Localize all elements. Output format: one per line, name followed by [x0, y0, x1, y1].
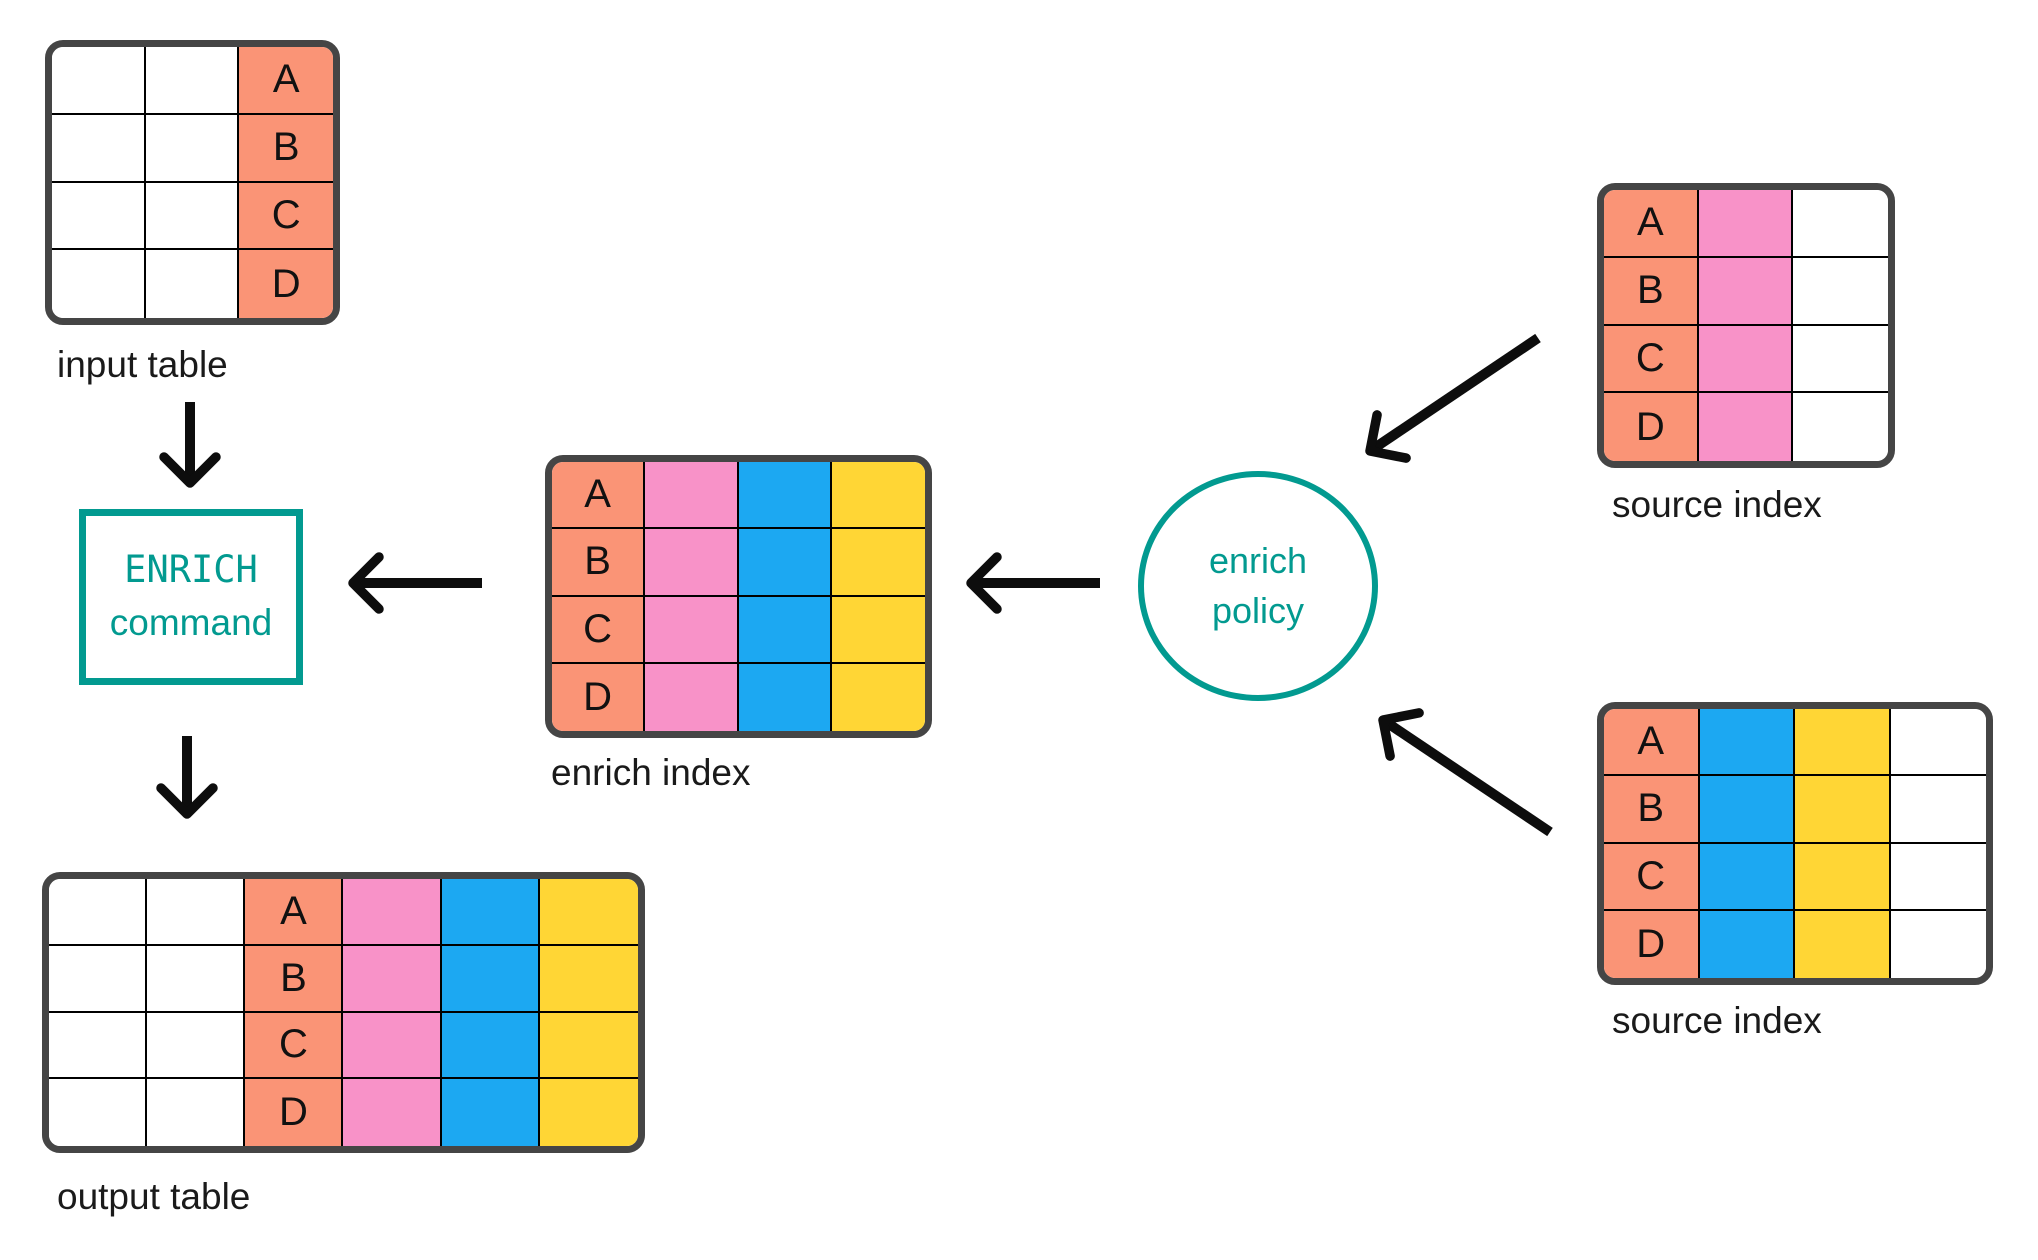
table-cell	[738, 596, 832, 664]
table-cell	[343, 879, 442, 946]
key-cell: D	[239, 250, 333, 318]
key-cell: B	[1604, 257, 1699, 326]
table-cell	[52, 114, 146, 183]
table-cell	[1795, 776, 1891, 844]
table-cell	[645, 529, 739, 597]
table-cell	[1698, 325, 1794, 394]
source-index-bottom-label: source index	[1612, 1000, 1822, 1041]
key-cell: C	[1604, 843, 1700, 911]
table-cell	[831, 529, 925, 597]
source-index-top-label: source index	[1612, 484, 1822, 525]
enrich-policy-circle: enrich policy	[1138, 471, 1378, 701]
key-cell: B	[245, 945, 344, 1013]
enrich-command-box: ENRICH command	[79, 509, 303, 685]
table-cell	[343, 945, 442, 1013]
table-cell	[147, 879, 246, 946]
table-cell	[147, 1079, 246, 1146]
output-table-label: output table	[57, 1176, 251, 1217]
table-cell	[52, 47, 146, 115]
input-table-label: input table	[57, 344, 228, 385]
table-cell	[645, 596, 739, 664]
key-cell: B	[239, 114, 333, 183]
table-cell	[145, 47, 240, 115]
table-cell	[343, 1012, 442, 1080]
table-cell	[441, 879, 540, 946]
key-cell: A	[1604, 190, 1699, 258]
table-cell	[49, 1079, 148, 1146]
table-cell	[831, 596, 925, 664]
arrow-srcbottom-to-policy	[1378, 708, 1553, 837]
table-cell	[145, 114, 240, 183]
table-cell	[145, 182, 240, 251]
table-cell	[147, 945, 246, 1013]
table-cell	[52, 182, 146, 251]
key-cell: D	[245, 1079, 344, 1146]
table-cell	[49, 945, 148, 1013]
table-cell	[645, 462, 739, 530]
table-cell	[1795, 910, 1891, 978]
table-cell	[738, 663, 832, 731]
table-cell	[1699, 776, 1795, 844]
table-cell	[1793, 190, 1888, 258]
enrich-command-word: command	[109, 602, 273, 643]
table-cell	[1793, 393, 1888, 461]
table-cell	[441, 1012, 540, 1080]
key-cell: A	[552, 462, 646, 530]
table-cell	[1890, 709, 1986, 777]
table-cell	[539, 945, 638, 1013]
table-cell	[1698, 393, 1794, 461]
table-cell	[539, 1079, 638, 1146]
table-cell	[1699, 910, 1795, 978]
table-cell	[738, 462, 832, 530]
table-cell	[49, 879, 148, 946]
enrich-index-label: enrich index	[551, 752, 751, 793]
enrich-policy-word-1: enrich	[1208, 539, 1308, 581]
key-cell: C	[1604, 325, 1699, 394]
table-cell	[1793, 257, 1888, 326]
table-cell	[1795, 709, 1891, 777]
key-cell: A	[1604, 709, 1700, 777]
table-cell	[1795, 843, 1891, 911]
table-cell	[1699, 843, 1795, 911]
table-cell	[539, 1012, 638, 1080]
table-cell	[738, 529, 832, 597]
enrich-policy-word-2: policy	[1211, 590, 1305, 631]
table-cell	[1698, 257, 1794, 326]
table-cell	[831, 462, 925, 530]
arrow-srctop-to-policy	[1365, 333, 1541, 463]
key-cell: A	[245, 879, 344, 946]
table-cell	[441, 1079, 540, 1146]
key-cell: D	[552, 663, 646, 731]
key-cell: D	[1604, 393, 1699, 461]
key-cell: C	[239, 182, 333, 251]
table-cell	[1698, 190, 1794, 258]
table-cell	[539, 879, 638, 946]
key-cell: C	[245, 1012, 344, 1080]
table-cell	[831, 663, 925, 731]
table-cell	[343, 1079, 442, 1146]
enrich-command-keyword: ENRICH	[124, 548, 258, 592]
table-cell	[1793, 325, 1888, 394]
table-cell	[1699, 709, 1795, 777]
table-cell	[441, 945, 540, 1013]
key-cell: B	[1604, 776, 1700, 844]
table-cell	[145, 250, 240, 318]
key-cell: A	[239, 47, 333, 115]
table-cell	[645, 663, 739, 731]
table-cell	[1890, 776, 1986, 844]
key-cell: C	[552, 596, 646, 664]
table-cell	[1890, 910, 1986, 978]
table-cell	[49, 1012, 148, 1080]
key-cell: B	[552, 529, 646, 597]
table-cell	[52, 250, 146, 318]
table-cell	[147, 1012, 246, 1080]
table-cell	[1890, 843, 1986, 911]
key-cell: D	[1604, 910, 1700, 978]
